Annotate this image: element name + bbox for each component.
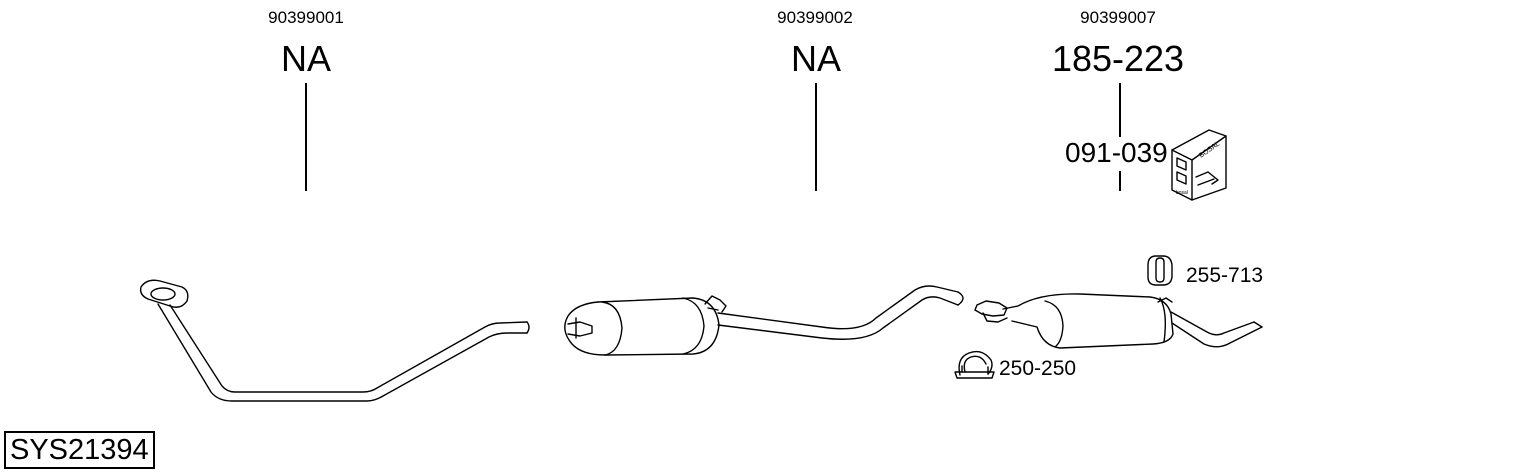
pipe-clamp[interactable] <box>954 350 995 379</box>
leader-line-3b <box>1119 171 1121 191</box>
system-code-box: SYS21394 <box>4 431 155 469</box>
rubber-hanger[interactable] <box>1147 255 1173 286</box>
leader-line-3a <box>1119 83 1121 137</box>
part-number-2[interactable]: NA <box>790 38 842 79</box>
clamp-part-number[interactable]: 250-250 <box>999 357 1077 380</box>
box-brand-text: BOSAL <box>1198 140 1221 159</box>
front-pipe[interactable] <box>139 279 530 402</box>
leader-line-2 <box>815 83 817 191</box>
oe-number-2: 90399002 <box>777 8 853 27</box>
box-side-text: bosal <box>1176 190 1188 196</box>
fitting-kit-box[interactable] <box>1171 129 1227 201</box>
middle-silencer[interactable] <box>564 285 964 356</box>
leader-line-1 <box>305 83 307 191</box>
accessory-part-number[interactable]: 091-039 <box>1065 137 1168 168</box>
oe-number-1: 90399001 <box>268 8 344 27</box>
hanger-part-number[interactable]: 255-713 <box>1186 264 1264 287</box>
part-number-1[interactable]: NA <box>280 38 332 79</box>
part-number-3[interactable]: 185-223 <box>1051 38 1185 79</box>
rear-silencer[interactable] <box>974 293 1263 349</box>
oe-number-3: 90399007 <box>1080 8 1156 27</box>
